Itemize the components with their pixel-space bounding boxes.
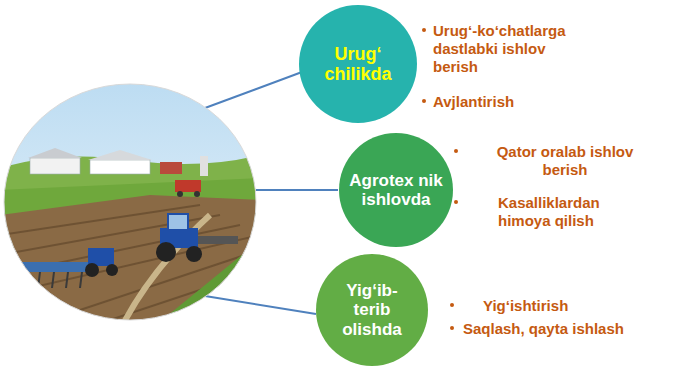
connector-line [256,189,338,191]
bullet-item: Qator oralab ishlov berish [480,143,650,179]
bullet-item: Urug‘-ko‘chatlarga dastlabki ishlov beri… [433,22,593,76]
bullet-item: Kasalliklardan himoya qilish [498,194,648,230]
bullet-dot [454,200,458,204]
bullet-dot [422,28,426,32]
bullet-dot [454,149,458,153]
stage-circle: Urug‘ chilikda [298,4,418,124]
circle-title: Yig‘ib-terib olishda [331,281,413,338]
circle-shape [316,254,428,366]
bullet-item: Yig‘ishtirish [483,297,643,315]
connector-line [205,296,316,314]
bullet-dot [422,99,426,103]
farm-photo [0,80,260,330]
bullet-dot [450,326,454,330]
circle-shape [339,133,453,247]
circle-title: Urug‘ chilikda [306,44,410,84]
connector-line [205,72,302,108]
circle-shape [299,5,417,123]
stage-circle: Yig‘ib-terib olishda [315,253,429,367]
bullet-item: Saqlash, qayta ishlash [463,320,663,338]
circle-title: Agrotex nik ishlovda [348,171,444,209]
bullet-dot [450,303,454,307]
bullet-item: Avjlantirish [433,93,593,111]
stage-circle: Agrotex nik ishlovda [338,132,454,248]
